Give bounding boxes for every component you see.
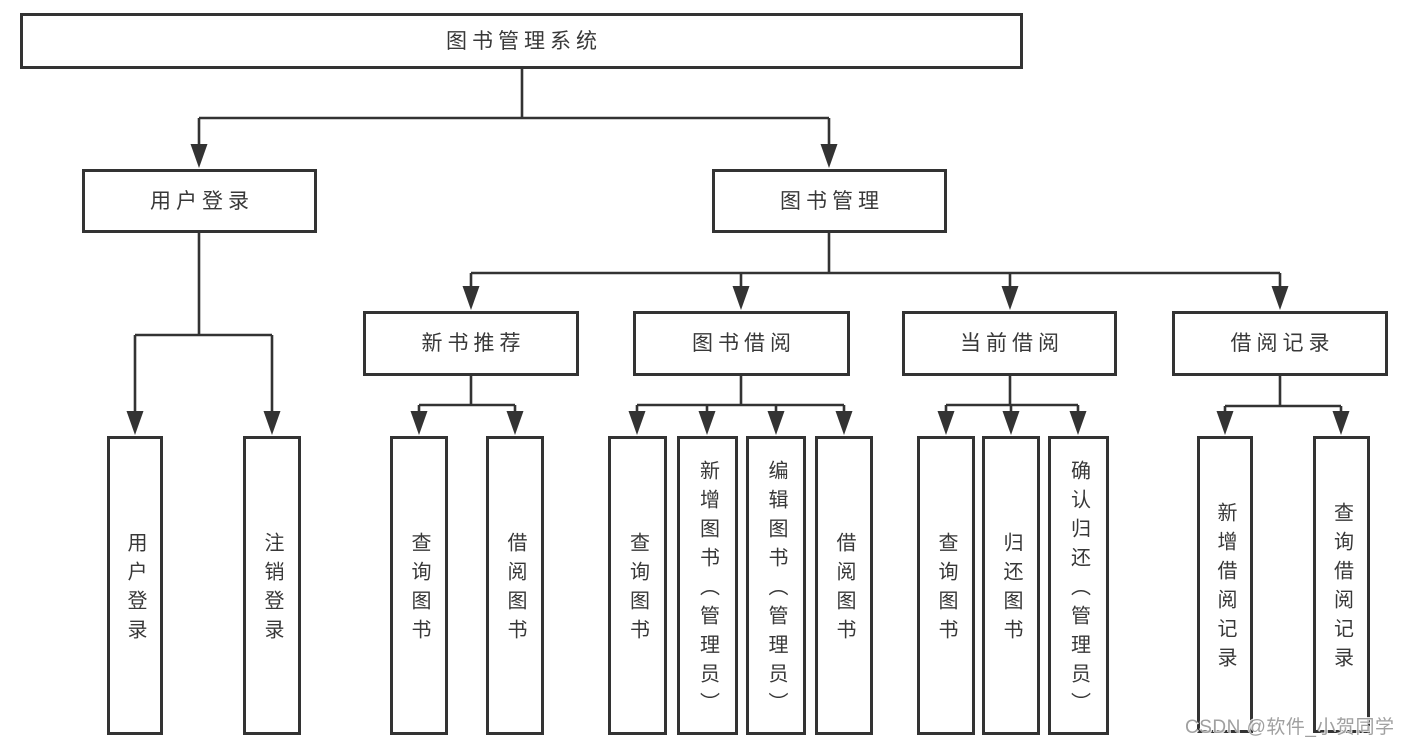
leaf-borrow-add-book-admin: 新增图书（管理员） (677, 436, 738, 735)
leaf-borrow-query-book: 查询图书 (608, 436, 667, 735)
leaf-current-query-book-label: 查询图书 (935, 532, 957, 648)
leaf-user-login: 用户登录 (107, 436, 163, 735)
node-new-book-recommend: 新书推荐 (363, 311, 579, 376)
node-book-borrow-label: 图书借阅 (692, 332, 796, 355)
leaf-records-query-record: 查询借阅记录 (1313, 436, 1370, 733)
leaf-logout: 注销登录 (243, 436, 301, 735)
node-root: 图书管理系统 (20, 13, 1023, 69)
csdn-watermark: CSDN @软件_小贺同学 (1185, 717, 1395, 738)
node-new-book-recommend-label: 新书推荐 (421, 332, 526, 355)
leaf-borrow-borrow-book-label: 借阅图书 (833, 532, 855, 648)
leaf-current-query-book: 查询图书 (917, 436, 975, 735)
leaf-current-return-book-label: 归还图书 (1000, 532, 1022, 648)
node-borrow-records-label: 借阅记录 (1230, 332, 1335, 355)
leaf-current-confirm-return-admin-label: 确认归还（管理员） (1067, 459, 1090, 721)
node-book-management: 图书管理 (712, 169, 947, 233)
leaf-records-query-record-label: 查询借阅记录 (1330, 502, 1353, 676)
leaf-borrow-edit-book-admin: 编辑图书（管理员） (746, 436, 806, 735)
node-current-borrow-label: 当前借阅 (960, 332, 1064, 355)
leaf-borrow-borrow-book: 借阅图书 (815, 436, 873, 735)
node-book-management-label: 图书管理 (780, 189, 884, 213)
leaf-newrec-borrow-book: 借阅图书 (486, 436, 544, 735)
node-current-borrow: 当前借阅 (902, 311, 1117, 376)
node-user-login: 用户登录 (82, 169, 317, 233)
leaf-records-add-record: 新增借阅记录 (1197, 436, 1253, 733)
node-root-label: 图书管理系统 (446, 29, 602, 53)
leaf-current-confirm-return-admin: 确认归还（管理员） (1048, 436, 1109, 735)
leaf-newrec-query-book: 查询图书 (390, 436, 448, 735)
leaf-borrow-add-book-admin-label: 新增图书（管理员） (696, 459, 719, 721)
leaf-current-return-book: 归还图书 (982, 436, 1040, 735)
node-borrow-records: 借阅记录 (1172, 311, 1388, 376)
leaf-logout-label: 注销登录 (261, 532, 283, 648)
node-user-login-label: 用户登录 (150, 189, 254, 213)
leaf-borrow-query-book-label: 查询图书 (626, 532, 649, 648)
leaf-user-login-label: 用户登录 (124, 532, 146, 648)
leaf-borrow-edit-book-admin-label: 编辑图书（管理员） (765, 459, 787, 721)
node-book-borrow: 图书借阅 (633, 311, 850, 376)
leaf-newrec-query-book-label: 查询图书 (408, 532, 430, 648)
leaf-newrec-borrow-book-label: 借阅图书 (504, 532, 526, 648)
leaf-records-add-record-label: 新增借阅记录 (1214, 502, 1236, 676)
